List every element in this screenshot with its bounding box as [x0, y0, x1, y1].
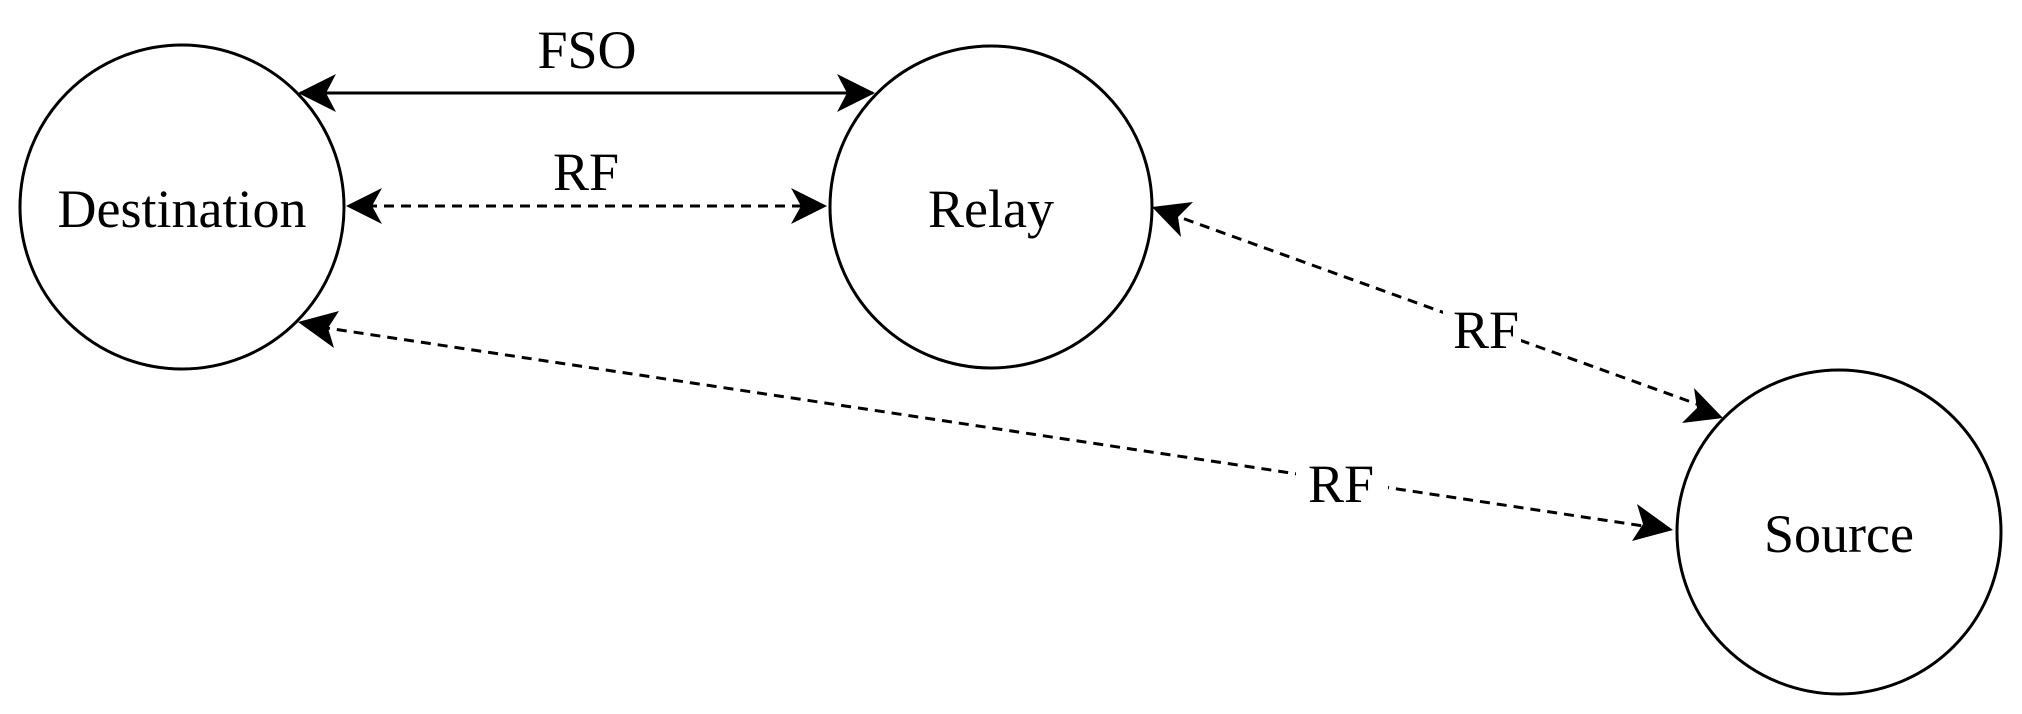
- edge-destination-relay-fso: FSO: [298, 20, 875, 112]
- rf-link-line-destination-source: [319, 325, 1651, 529]
- edge-relay-source-rf: RF: [1152, 202, 1723, 423]
- relay-circle: [828, 44, 1154, 370]
- node-source: Source: [1675, 368, 2003, 696]
- rf-link-label-destination-relay: RF: [553, 142, 619, 202]
- source-circle: [1675, 368, 2003, 696]
- destination-label: Destination: [58, 179, 307, 239]
- arrowhead-relay-fso: [837, 74, 875, 112]
- source-label: Source: [1764, 504, 1914, 564]
- arrowhead-destination-rf-long: [298, 311, 339, 348]
- arrowhead-relay-rf-diag: [1152, 202, 1193, 237]
- arrowhead-destination-fso: [298, 74, 336, 112]
- edge-destination-relay-rf: RF: [346, 142, 827, 224]
- arrowhead-relay-rf: [791, 188, 827, 224]
- arrowhead-source-rf-diag: [1682, 388, 1723, 423]
- rf-link-label-relay-source: RF: [1453, 300, 1519, 360]
- relay-label: Relay: [928, 179, 1054, 239]
- arrowhead-destination-rf: [346, 188, 382, 224]
- rf-link-label-destination-source: RF: [1308, 454, 1374, 514]
- destination-circle: [18, 43, 346, 371]
- edge-destination-source-rf: RF: [298, 311, 1673, 541]
- node-destination: Destination: [18, 43, 346, 371]
- node-relay: Relay: [828, 44, 1154, 370]
- arrowhead-source-rf-long: [1632, 504, 1673, 541]
- rf-link-line-relay-source: [1167, 211, 1706, 409]
- fso-link-label: FSO: [537, 20, 636, 80]
